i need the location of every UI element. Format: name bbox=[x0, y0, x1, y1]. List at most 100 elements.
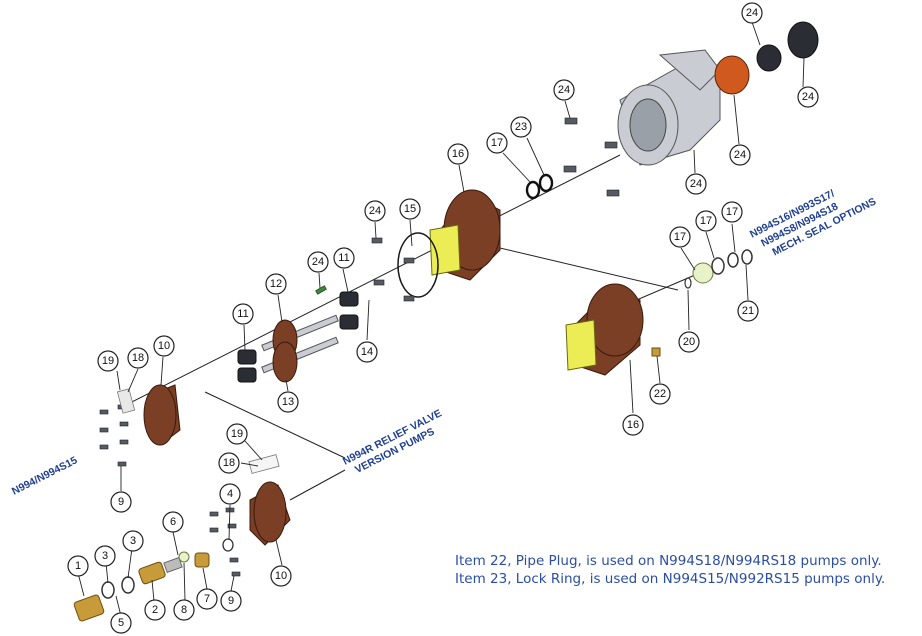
callout-18-upper: 18 bbox=[127, 347, 149, 369]
svg-text:12: 12 bbox=[270, 278, 282, 290]
svg-text:4: 4 bbox=[227, 488, 233, 500]
svg-text:24: 24 bbox=[690, 178, 702, 190]
svg-text:10: 10 bbox=[158, 340, 170, 352]
callout-19-lower: 19 bbox=[226, 423, 248, 445]
callout-11-upper: 11 bbox=[333, 247, 355, 269]
callout-16-lower: 16 bbox=[622, 414, 644, 436]
callout-19-upper: 19 bbox=[97, 350, 119, 372]
gear-and-bushings bbox=[237, 285, 359, 383]
label-seal-options: N994S16/N993S17/ N994S8/N994S18 MECH. SE… bbox=[748, 188, 878, 259]
pipe-plug bbox=[651, 347, 661, 357]
svg-text:2: 2 bbox=[152, 604, 158, 616]
svg-text:19: 19 bbox=[102, 355, 114, 367]
callout-22: 22 bbox=[649, 383, 671, 405]
callout-21: 21 bbox=[737, 300, 759, 322]
note-lock-ring: Item 23, Lock Ring, is used on N994S15/N… bbox=[455, 571, 886, 587]
coupling-spider bbox=[756, 44, 782, 72]
callout-10-lower: 10 bbox=[270, 565, 292, 587]
callout-15: 15 bbox=[399, 198, 421, 220]
relief-link-line-2 bbox=[289, 469, 346, 501]
front-housing-upper bbox=[429, 189, 501, 281]
callout-3-right: 3 bbox=[122, 530, 144, 552]
svg-text:24: 24 bbox=[558, 84, 570, 96]
relief-link-line-1 bbox=[204, 391, 346, 459]
coupling-assembly bbox=[714, 21, 819, 95]
callout-23: 23 bbox=[510, 116, 532, 138]
svg-text:10: 10 bbox=[275, 570, 287, 582]
svg-text:13: 13 bbox=[282, 396, 294, 408]
callout-14: 14 bbox=[356, 341, 378, 363]
label-relief-version: N994R RELIEF VALVE VERSION PUMPS bbox=[341, 407, 444, 476]
svg-text:17: 17 bbox=[726, 206, 738, 218]
callout-2: 2 bbox=[144, 599, 166, 621]
callout-7: 7 bbox=[196, 588, 218, 610]
cover-bolts bbox=[99, 404, 129, 467]
callout-17-seal-c: 17 bbox=[721, 201, 743, 223]
svg-text:24: 24 bbox=[802, 91, 814, 103]
svg-text:20: 20 bbox=[683, 336, 695, 348]
callout-12: 12 bbox=[265, 273, 287, 295]
leader-lines bbox=[77, 21, 805, 617]
callout-24-c: 24 bbox=[553, 79, 575, 101]
coupling-hub-orange bbox=[714, 55, 750, 95]
bracket-adapter bbox=[617, 49, 721, 166]
callout-9-lower: 9 bbox=[220, 590, 242, 612]
o-ring bbox=[397, 232, 439, 298]
valve-ball bbox=[178, 551, 190, 563]
bracket-bolts bbox=[563, 117, 620, 197]
callout-6: 6 bbox=[162, 511, 184, 533]
svg-text:5: 5 bbox=[118, 617, 124, 629]
callout-17-upper: 17 bbox=[486, 132, 508, 154]
housing-bolts bbox=[371, 237, 415, 302]
callout-20: 20 bbox=[678, 331, 700, 353]
callout-24-e: 24 bbox=[685, 173, 707, 195]
svg-text:9: 9 bbox=[118, 496, 124, 508]
svg-text:14: 14 bbox=[361, 346, 373, 358]
callout-24-a: 24 bbox=[741, 2, 763, 24]
svg-text:6: 6 bbox=[170, 516, 176, 528]
main-shaft-axis bbox=[119, 154, 621, 409]
callout-4: 4 bbox=[219, 483, 241, 505]
svg-text:18: 18 bbox=[223, 457, 235, 469]
relief-valve-cover bbox=[249, 481, 291, 546]
relief-valve-parts bbox=[73, 454, 280, 622]
svg-text:16: 16 bbox=[627, 419, 639, 431]
svg-text:24: 24 bbox=[746, 7, 758, 19]
front-housing-lower bbox=[565, 283, 644, 376]
callout-16-upper: 16 bbox=[447, 143, 469, 165]
spring bbox=[163, 557, 183, 573]
rear-cover bbox=[143, 384, 181, 446]
svg-text:16: 16 bbox=[452, 148, 464, 160]
valve-cap bbox=[73, 594, 105, 622]
callout-11-lower: 11 bbox=[232, 303, 254, 325]
mech-seal-parts bbox=[684, 249, 753, 289]
svg-text:24: 24 bbox=[734, 149, 746, 161]
svg-text:17: 17 bbox=[700, 215, 712, 227]
svg-text:7: 7 bbox=[204, 593, 210, 605]
svg-text:11: 11 bbox=[237, 308, 248, 320]
svg-text:17: 17 bbox=[491, 137, 503, 149]
svg-text:8: 8 bbox=[181, 604, 187, 616]
svg-text:3: 3 bbox=[130, 535, 136, 547]
relief-gasket bbox=[248, 454, 280, 474]
valve-seat bbox=[194, 552, 210, 568]
callout-10-upper: 10 bbox=[153, 335, 175, 357]
callout-1: 1 bbox=[67, 555, 89, 577]
adjusting-screw bbox=[138, 561, 166, 585]
callout-17-seal-a: 17 bbox=[669, 226, 691, 248]
callout-17-seal-b: 17 bbox=[695, 210, 717, 232]
svg-text:21: 21 bbox=[742, 305, 754, 317]
label-n994: N994/N994S15 bbox=[10, 454, 80, 497]
callout-13: 13 bbox=[277, 391, 299, 413]
callout-3-left: 3 bbox=[94, 545, 116, 567]
svg-text:23: 23 bbox=[515, 121, 527, 133]
svg-text:9: 9 bbox=[228, 595, 234, 607]
svg-text:15: 15 bbox=[404, 203, 416, 215]
svg-text:18: 18 bbox=[132, 352, 144, 364]
callout-18-lower: 18 bbox=[218, 452, 240, 474]
lock-ring-and-seal bbox=[525, 173, 554, 200]
callout-8: 8 bbox=[173, 599, 195, 621]
svg-text:17: 17 bbox=[674, 231, 686, 243]
gasket bbox=[116, 388, 136, 414]
